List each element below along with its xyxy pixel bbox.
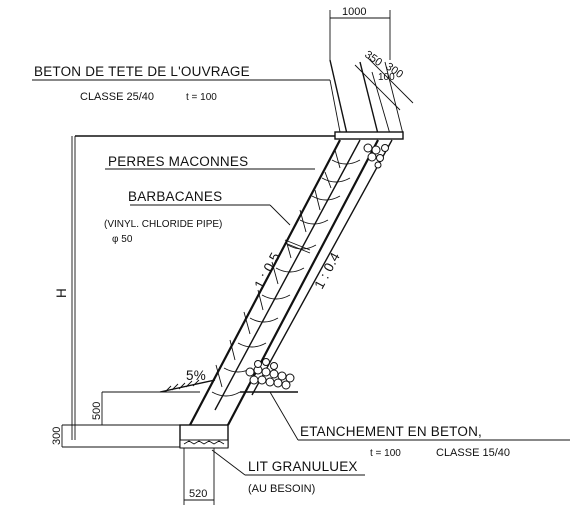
- label-phi50: φ 50: [112, 234, 133, 245]
- label-t100-bottom: t = 100: [370, 448, 401, 459]
- label-1000: 1000: [342, 6, 366, 18]
- label-classe-25-40: CLASSE 25/40: [80, 91, 154, 103]
- label-etanchement: ETANCHEMENT EN BETON,: [300, 424, 482, 439]
- label-vinyl: (VINYL. CHLORIDE PIPE): [104, 219, 222, 230]
- leader-lit: [211, 449, 246, 476]
- dimension-h: H: [54, 136, 73, 440]
- label-au-besoin: (AU BESOIN): [248, 483, 315, 495]
- label-5pct: 5%: [186, 368, 206, 383]
- weep-pipe: [284, 239, 311, 251]
- label-350: 350: [362, 49, 384, 69]
- footing: 520: [179, 424, 229, 505]
- leader-etanchement: [269, 391, 299, 441]
- upper-wall-lines: [329, 59, 404, 135]
- slope-1-0.5: 1 : 0.5: [251, 250, 283, 291]
- label-t100-top: t = 100: [186, 92, 217, 103]
- label-barbacanes: BARBACANES: [128, 189, 222, 204]
- masonry-wall: [189, 139, 393, 426]
- label-300-bottom: 300: [51, 427, 63, 445]
- top-gravel: [363, 143, 389, 169]
- ground-line: 5%: [159, 368, 216, 393]
- label-lit-granuleux: LIT GRANULUEX: [248, 459, 358, 474]
- label-500: 500: [91, 402, 103, 420]
- label-h: H: [54, 288, 69, 298]
- dimension-1000: 1000: [329, 6, 391, 60]
- label-classe-15-40: CLASSE 15/40: [436, 447, 510, 459]
- bottom-gravel: [245, 358, 295, 390]
- label-beton-tete: BETON DE TETE DE L'OUVRAGE: [34, 64, 250, 79]
- dimension-500-300: 500 300: [51, 391, 200, 448]
- label-100: 100: [378, 72, 395, 83]
- head-concrete-cap: [74, 131, 404, 440]
- label-520: 520: [189, 488, 207, 500]
- label-perres: PERRES MACONNES: [108, 154, 248, 169]
